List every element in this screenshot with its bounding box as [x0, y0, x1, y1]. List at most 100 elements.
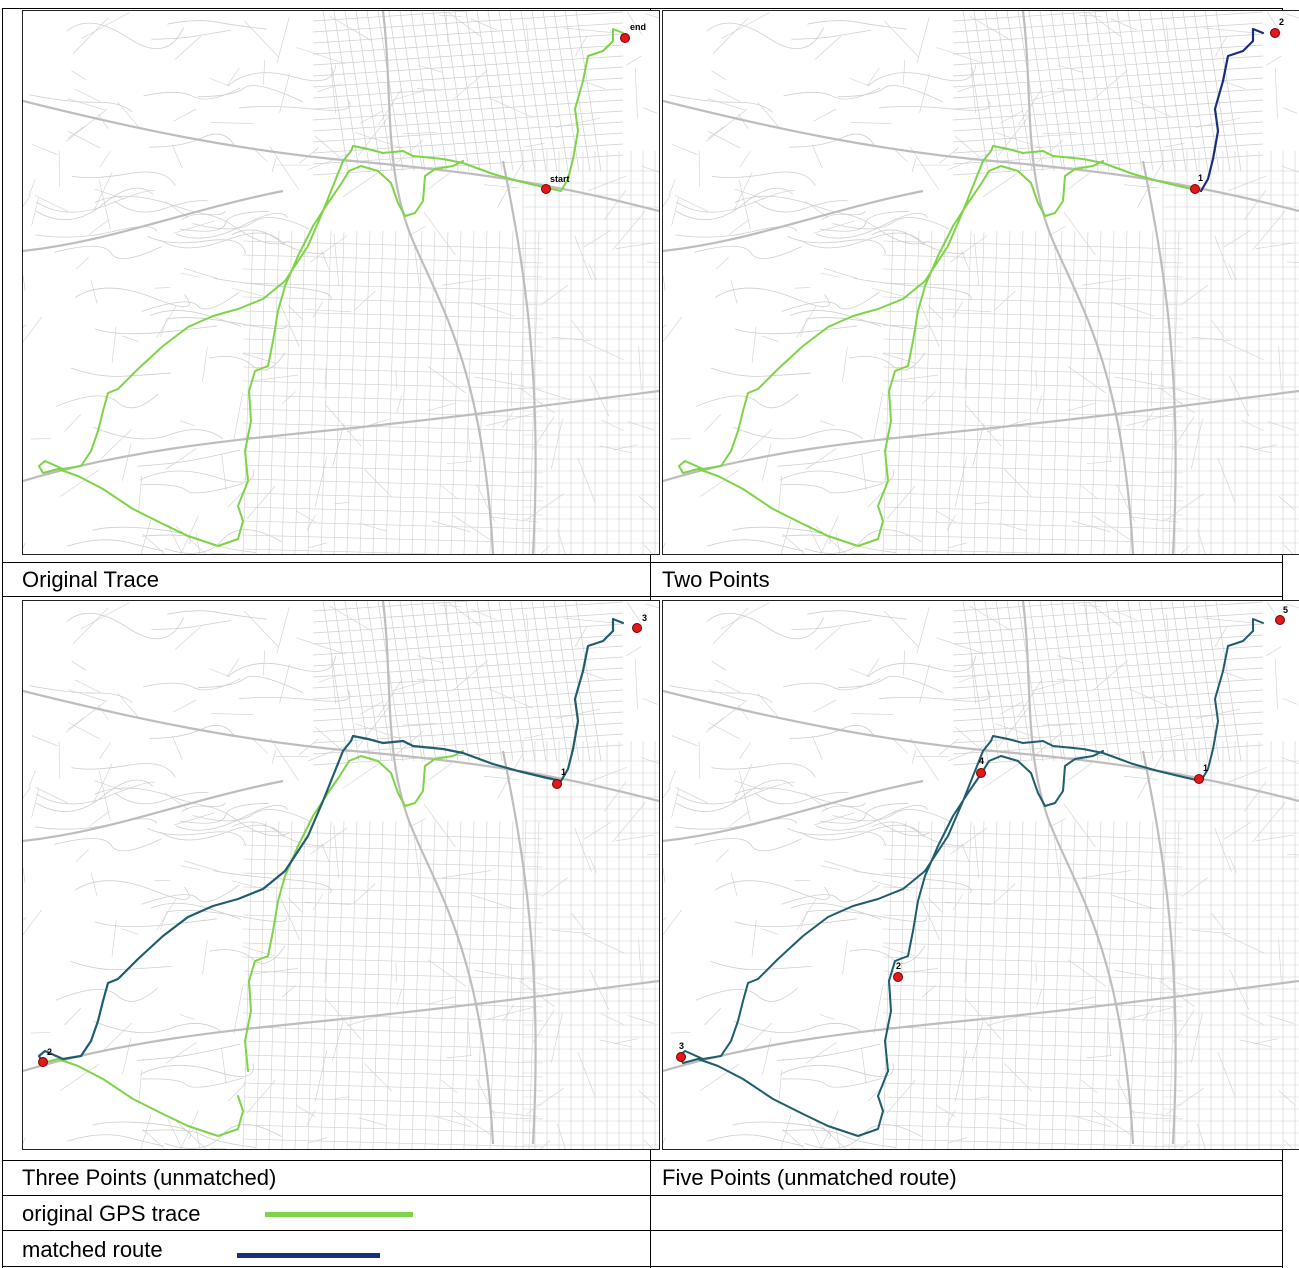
street: [251, 738, 269, 754]
street: [807, 20, 907, 30]
street: [238, 689, 351, 702]
row-line-3: [2, 1160, 1283, 1161]
street: [563, 617, 616, 624]
street: [1163, 142, 1185, 148]
street: [228, 655, 337, 677]
street: [663, 316, 682, 343]
street: [1203, 27, 1256, 34]
street: [849, 945, 926, 964]
street: [242, 914, 544, 924]
street: [589, 375, 610, 417]
street: [1274, 67, 1278, 119]
row-line-5: [2, 1230, 1283, 1231]
street: [160, 318, 168, 337]
street: [453, 515, 492, 541]
street: [805, 448, 837, 470]
street: [242, 830, 544, 840]
street: [882, 872, 1184, 882]
street: [882, 914, 1184, 924]
street: [137, 1043, 241, 1061]
street: [441, 277, 492, 286]
street: [271, 749, 277, 765]
street: [1217, 458, 1235, 502]
highway: [1141, 160, 1177, 554]
street: [242, 506, 544, 516]
street: [402, 723, 437, 726]
street: [226, 67, 240, 87]
street: [173, 812, 215, 826]
street: [882, 1054, 1184, 1064]
street: [1129, 820, 1141, 1149]
street: [428, 171, 452, 189]
street-network: [663, 11, 1299, 554]
street: [439, 14, 462, 17]
street: [312, 110, 624, 132]
street: [1278, 495, 1296, 511]
street: [820, 1110, 839, 1149]
street: [644, 1139, 653, 1149]
street: [663, 909, 682, 936]
street: [67, 126, 85, 139]
street: [184, 860, 218, 872]
street: [796, 305, 817, 338]
street: [732, 526, 831, 545]
street: [791, 29, 871, 40]
street: [485, 412, 538, 427]
street: [1017, 11, 1044, 172]
street: [372, 820, 384, 1149]
street: [947, 542, 968, 549]
street: [734, 188, 765, 200]
street: [1229, 375, 1250, 417]
street: [850, 552, 867, 554]
street: [982, 762, 1021, 789]
street: [242, 956, 544, 966]
street: [416, 88, 441, 91]
street: [74, 88, 101, 102]
street: [1223, 671, 1246, 680]
street: [936, 637, 986, 655]
street: [28, 770, 36, 788]
street: [993, 883, 1016, 904]
street: [1080, 1079, 1098, 1094]
street: [310, 235, 348, 263]
street: [807, 909, 927, 922]
street: [671, 789, 680, 818]
street: [244, 610, 279, 648]
street: [1083, 601, 1110, 762]
street: [739, 151, 751, 168]
street: [75, 849, 89, 862]
street: [1081, 870, 1132, 879]
street: [571, 912, 585, 931]
street: [174, 36, 202, 60]
street: [242, 1012, 544, 1022]
street: [372, 230, 384, 554]
street: [1278, 1090, 1296, 1106]
street: [995, 11, 1022, 172]
street: [427, 402, 456, 412]
street: [707, 717, 725, 730]
street: [443, 601, 470, 762]
street: [476, 11, 503, 172]
street: [242, 872, 544, 882]
street: [1163, 734, 1185, 739]
street: [954, 1050, 968, 1102]
street: [36, 187, 154, 221]
street: [645, 603, 659, 609]
street: [762, 1037, 772, 1075]
street: [1255, 242, 1294, 249]
street: [1169, 386, 1212, 401]
street: [954, 135, 980, 157]
street: [821, 805, 930, 837]
street: [1004, 1063, 1032, 1092]
street: [970, 658, 977, 704]
street: [238, 98, 351, 111]
street: [1067, 959, 1107, 987]
street: [334, 1096, 350, 1099]
street: [878, 689, 991, 702]
street: [312, 678, 624, 700]
street: [1056, 655, 1084, 664]
street: [310, 827, 348, 855]
street: [871, 821, 965, 846]
street: [882, 282, 1184, 292]
